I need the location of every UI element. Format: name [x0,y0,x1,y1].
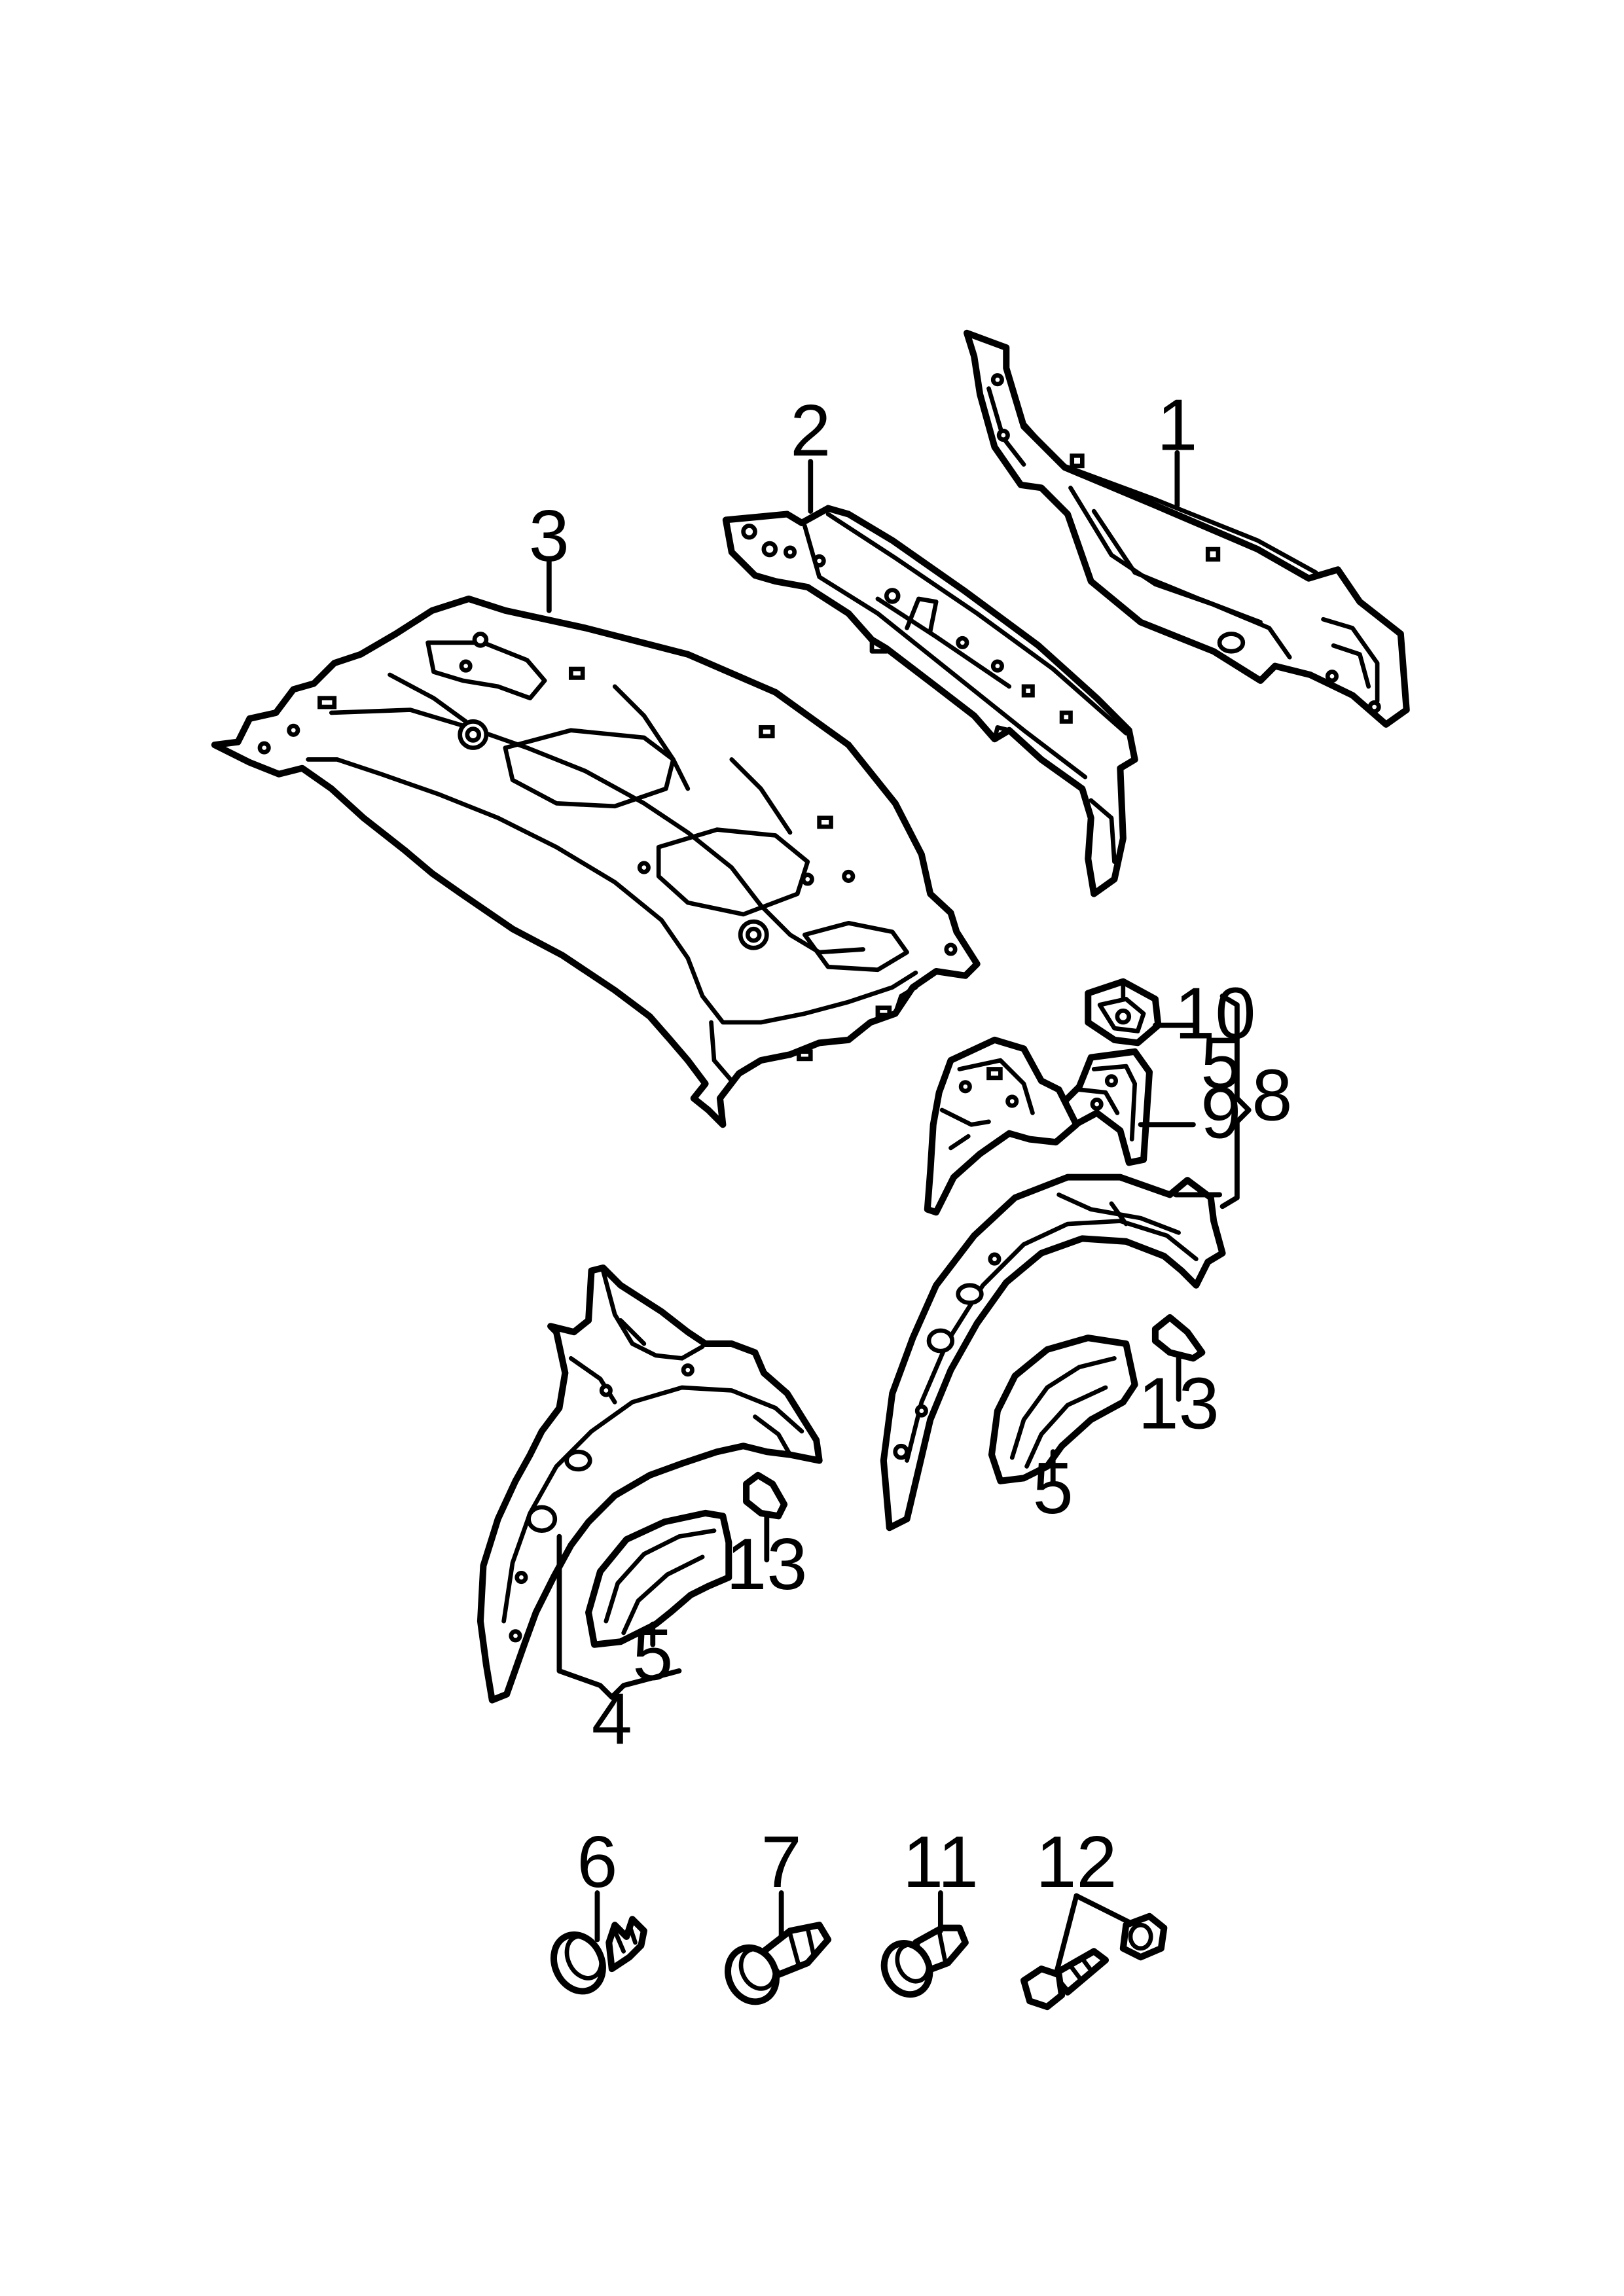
wheel-housing-liner-left [585,1509,732,1648]
sealing-cap-right [1151,1314,1206,1362]
callout-11: 11 [903,1821,979,1903]
right-wheel-housing [880,1174,1226,1532]
left-wheel-housing [477,1264,823,1704]
expanding-rivet [724,1922,832,2005]
callout-4: 4 [592,1677,632,1759]
rear-panel [964,329,1410,728]
self-tapping-screw [550,1916,647,1995]
callout-7: 7 [761,1821,802,1903]
expanding-clip [880,1924,969,1998]
callout-13-left: 13 [726,1523,807,1605]
callout-12: 12 [1036,1821,1117,1903]
rear-shelf-panel [211,595,981,1128]
callout-9: 9 [1200,1071,1241,1153]
callout-labels: 1 2 3 4 5 5 5 6 7 8 9 10 11 12 13 13 [529,384,1293,1903]
callout-10: 10 [1174,973,1255,1054]
inner-wheel-housing-bracket [924,1036,1080,1216]
leader-lines [546,450,1252,1977]
bolt-and-nut [1020,1912,1168,2011]
callout-1: 1 [1157,384,1197,465]
callout-8: 8 [1252,1054,1292,1136]
wheel-housing-liner-right [988,1335,1138,1484]
sealing-cap-left [743,1471,788,1520]
mounting-bracket [1085,978,1162,1047]
callout-6: 6 [577,1821,617,1903]
callout-5-left: 5 [632,1613,673,1695]
callout-2: 2 [790,389,831,471]
callout-13-right: 13 [1138,1362,1219,1444]
rear-cross-member [722,505,1138,897]
callout-5-right: 5 [1033,1447,1074,1529]
callout-5-cluster: 5 [1200,1022,1241,1104]
callout-3: 3 [529,495,569,577]
